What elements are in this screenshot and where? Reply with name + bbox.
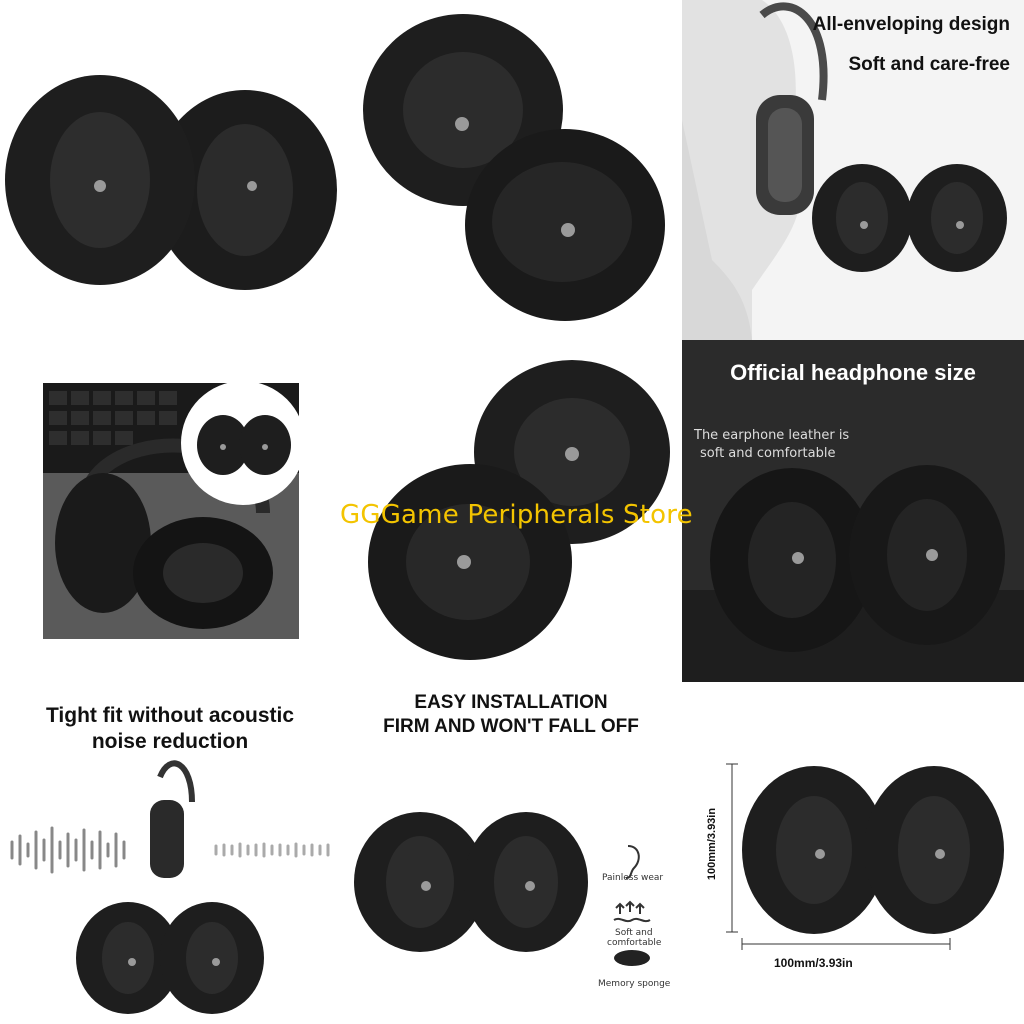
product-photo-pair-front — [0, 0, 340, 340]
sponge-icon — [614, 950, 650, 966]
earpad-pair-image — [5, 75, 337, 290]
earpad-left — [354, 812, 486, 952]
earpad-dark-image — [682, 465, 1024, 682]
height-label: 100mm/3.93in — [706, 807, 718, 881]
height-dimension-line — [726, 763, 738, 933]
sound-wave-left-icon — [10, 826, 126, 874]
headband — [759, 2, 828, 101]
tile-subtitle-1: The earphone leather is — [694, 428, 850, 443]
tight-fit-illustration — [10, 760, 330, 1014]
earpad-left — [812, 164, 912, 272]
desk-scene-tile — [43, 383, 299, 639]
earpad-left — [710, 468, 874, 652]
earpad-stacked-image — [363, 14, 665, 321]
dimension-diagram — [726, 763, 1004, 950]
headphone-cup-left — [55, 473, 151, 613]
wave-arrows-icon — [613, 900, 651, 923]
tile-title: Official headphone size — [730, 360, 976, 385]
earpad-right — [160, 902, 264, 1014]
earpad-left — [76, 902, 180, 1014]
earpad-left — [742, 766, 886, 934]
earpad-left — [5, 75, 195, 285]
earpad-right — [907, 164, 1007, 272]
product-photo-pair-center — [340, 340, 682, 682]
width-dimension-line — [741, 938, 951, 950]
tile-subtitle-2: soft and comfortable — [700, 446, 836, 461]
product-photo-pair-stacked — [340, 0, 682, 340]
feature-line-1: All-enveloping design — [812, 14, 1010, 35]
tile-heading-2: FIRM AND WON'T FALL OFF — [383, 716, 639, 737]
official-size-tile: Official headphone size The earphone lea… — [682, 340, 1024, 682]
ear-icon — [625, 845, 640, 879]
desk-scene-photo — [43, 383, 299, 639]
earpad-right — [464, 812, 588, 952]
feature-memory-sponge: Memory sponge — [598, 979, 671, 989]
headband — [157, 760, 195, 803]
mannequin-wearing-tile: All-enveloping design Soft and care-free — [682, 0, 1024, 340]
earpad-right — [864, 766, 1004, 934]
mannequin-illustration — [682, 0, 1007, 340]
earpad-right — [153, 90, 337, 290]
mannequin-head — [682, 0, 801, 340]
tile-heading-1: EASY INSTALLATION — [414, 692, 608, 713]
dimensions-tile: 100mm/3.93in 100mm/3.93in — [682, 682, 1024, 1024]
earpad-front — [465, 129, 665, 321]
feature-soft-2: comfortable — [607, 938, 662, 948]
earcup — [150, 800, 184, 878]
earpad-pair-image — [354, 812, 651, 966]
feature-painless-wear: Painless wear — [602, 873, 664, 883]
feature-line-2: Soft and care-free — [848, 54, 1010, 75]
feature-soft-1: Soft and — [615, 928, 653, 938]
earpad-right — [849, 465, 1005, 645]
earpad-front — [368, 464, 572, 660]
width-label: 100mm/3.93in — [774, 956, 853, 970]
easy-installation-tile: EASY INSTALLATION FIRM AND WON'T FALL OF… — [340, 682, 682, 1024]
tile-heading-1: Tight fit without acoustic — [45, 704, 295, 727]
sound-wave-right-icon — [214, 842, 330, 858]
tile-heading-2: noise reduction — [91, 730, 249, 753]
store-watermark: GGGame Peripherals Store — [340, 500, 693, 530]
earpad-center-image — [368, 360, 670, 660]
tight-fit-tile: Tight fit without acoustic noise reducti… — [0, 682, 340, 1024]
